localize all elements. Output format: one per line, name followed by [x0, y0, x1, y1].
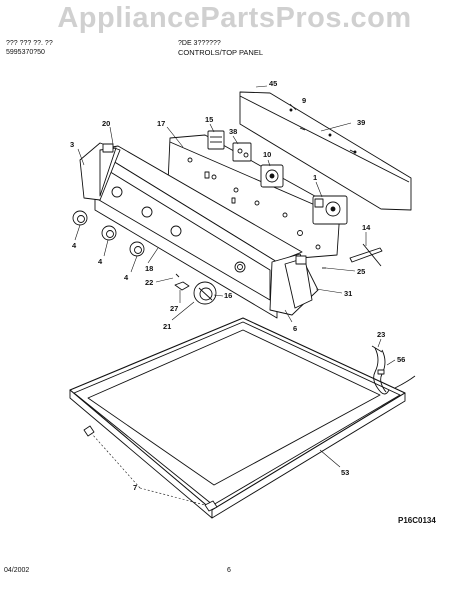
callout-27: 27 [170, 304, 178, 313]
section-title: CONTROLS/TOP PANEL [178, 48, 264, 57]
leader-lines [74, 85, 396, 506]
callout-4-middle: 4 [98, 257, 103, 266]
screw-22 [175, 273, 180, 278]
hinge-clip-7-left [83, 425, 95, 437]
end-cap-left [79, 142, 121, 201]
callout-22: 22 [145, 278, 153, 287]
knob-4-lower [129, 241, 145, 257]
callout-25: 25 [357, 267, 365, 276]
callout-38: 38 [229, 127, 237, 136]
callout-16: 16 [224, 291, 232, 300]
callout-1: 1 [313, 173, 317, 182]
watermark: AppliancePartsPros.com [57, 2, 412, 34]
callout-4-upper: 4 [72, 241, 77, 250]
callout-17: 17 [157, 119, 165, 128]
header-model-label: ??? ??? ??. ?? [6, 40, 53, 47]
callout-45: 45 [269, 79, 277, 88]
callout-31: 31 [344, 289, 352, 298]
wire-harness-23 [371, 345, 416, 395]
callout-labels: 45 9 39 20 17 15 38 10 3 1 14 4 4 4 18 2… [70, 79, 405, 492]
callout-7: 7 [133, 483, 137, 492]
rear-cover [239, 91, 412, 211]
callout-23: 23 [377, 330, 385, 339]
callout-4-lower: 4 [124, 273, 129, 282]
callout-3: 3 [70, 140, 74, 149]
callout-20: 20 [102, 119, 110, 128]
switch-15 [207, 130, 225, 150]
callout-18: 18 [145, 264, 153, 273]
callout-21: 21 [163, 322, 171, 331]
callout-39: 39 [357, 118, 365, 127]
footer-date: 04/2002 [4, 567, 30, 574]
callout-53: 53 [341, 468, 349, 477]
knob-4-upper [72, 210, 88, 226]
selector-switch-10 [260, 164, 284, 188]
callout-15: 15 [205, 115, 213, 124]
drawing-code: P16C0134 [398, 516, 436, 525]
hinge-clip-7-right [204, 500, 218, 512]
knob-16 [193, 281, 217, 305]
top-panel [69, 317, 406, 519]
callout-56: 56 [397, 355, 405, 364]
timer-1 [312, 195, 348, 225]
footer-page-number: 6 [227, 567, 231, 574]
knob-4-middle [101, 225, 117, 241]
rod-14 [349, 243, 383, 267]
callout-9: 9 [302, 96, 306, 105]
callout-6: 6 [293, 324, 297, 333]
header-brand-model: ?DE 3?????? [178, 40, 221, 47]
lamp-holder-27 [174, 281, 190, 291]
end-cap-right [269, 253, 319, 316]
header-model-number: 5995370?50 [6, 49, 45, 56]
callout-10: 10 [263, 150, 271, 159]
callout-14: 14 [362, 223, 371, 232]
switch-38 [232, 142, 252, 162]
